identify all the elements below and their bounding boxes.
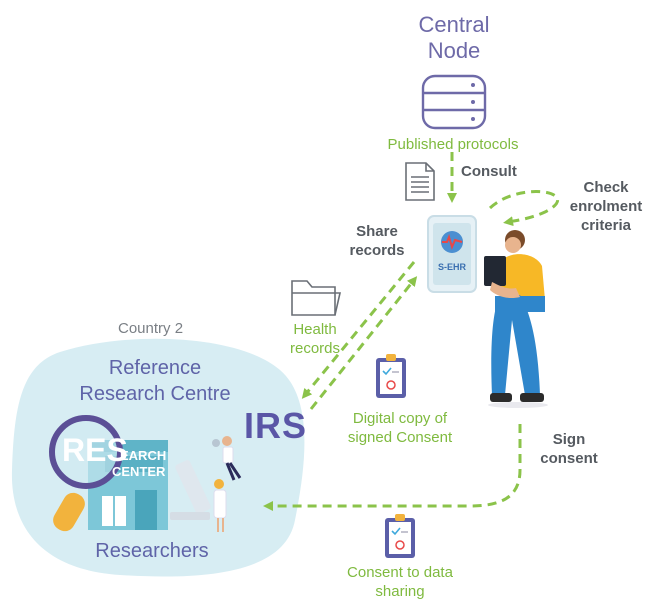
phone-icon [427, 215, 477, 293]
document-icon [405, 162, 435, 201]
check-enrolment-label: Check enrolment criteria [569, 179, 643, 234]
consent-sharing-label: Consent to data sharing [347, 564, 453, 600]
published-protocols-label: Published protocols [387, 136, 519, 153]
researchers-label: Researchers [95, 540, 209, 562]
building-sign-1: EARCH [120, 448, 167, 463]
consult-label: Consult [461, 163, 517, 180]
sehr-label: S-EHR [437, 262, 466, 272]
central-node-title: Central Node [418, 12, 490, 63]
arrows [263, 152, 560, 511]
res-logo-text: RES [62, 432, 128, 468]
building-sign-2: CENTER [112, 464, 166, 479]
clipboard-icon [376, 354, 406, 398]
health-records-arrow [309, 276, 418, 410]
clipboard-icon [385, 514, 415, 558]
person-icon [484, 230, 548, 408]
health-records-label: Health records [289, 321, 341, 357]
sign-consent-arrow [263, 424, 522, 511]
digital-copy-label: Digital copy of signed Consent [347, 410, 453, 446]
share-records-label: Share records [349, 223, 405, 259]
irs-label: IRS [244, 405, 308, 446]
researcher-icon [213, 436, 242, 532]
country-label: Country 2 [118, 320, 184, 337]
folder-icon [291, 280, 342, 316]
share-records-arrow [301, 261, 416, 399]
magnifier-icon [49, 415, 123, 532]
check-enrolment-arrow [488, 190, 560, 227]
microscope-icon [170, 439, 220, 520]
sign-consent-label: Sign consent [540, 431, 598, 467]
database-icon [421, 74, 487, 130]
reference-centre-title: Reference Research Centre [79, 357, 231, 405]
